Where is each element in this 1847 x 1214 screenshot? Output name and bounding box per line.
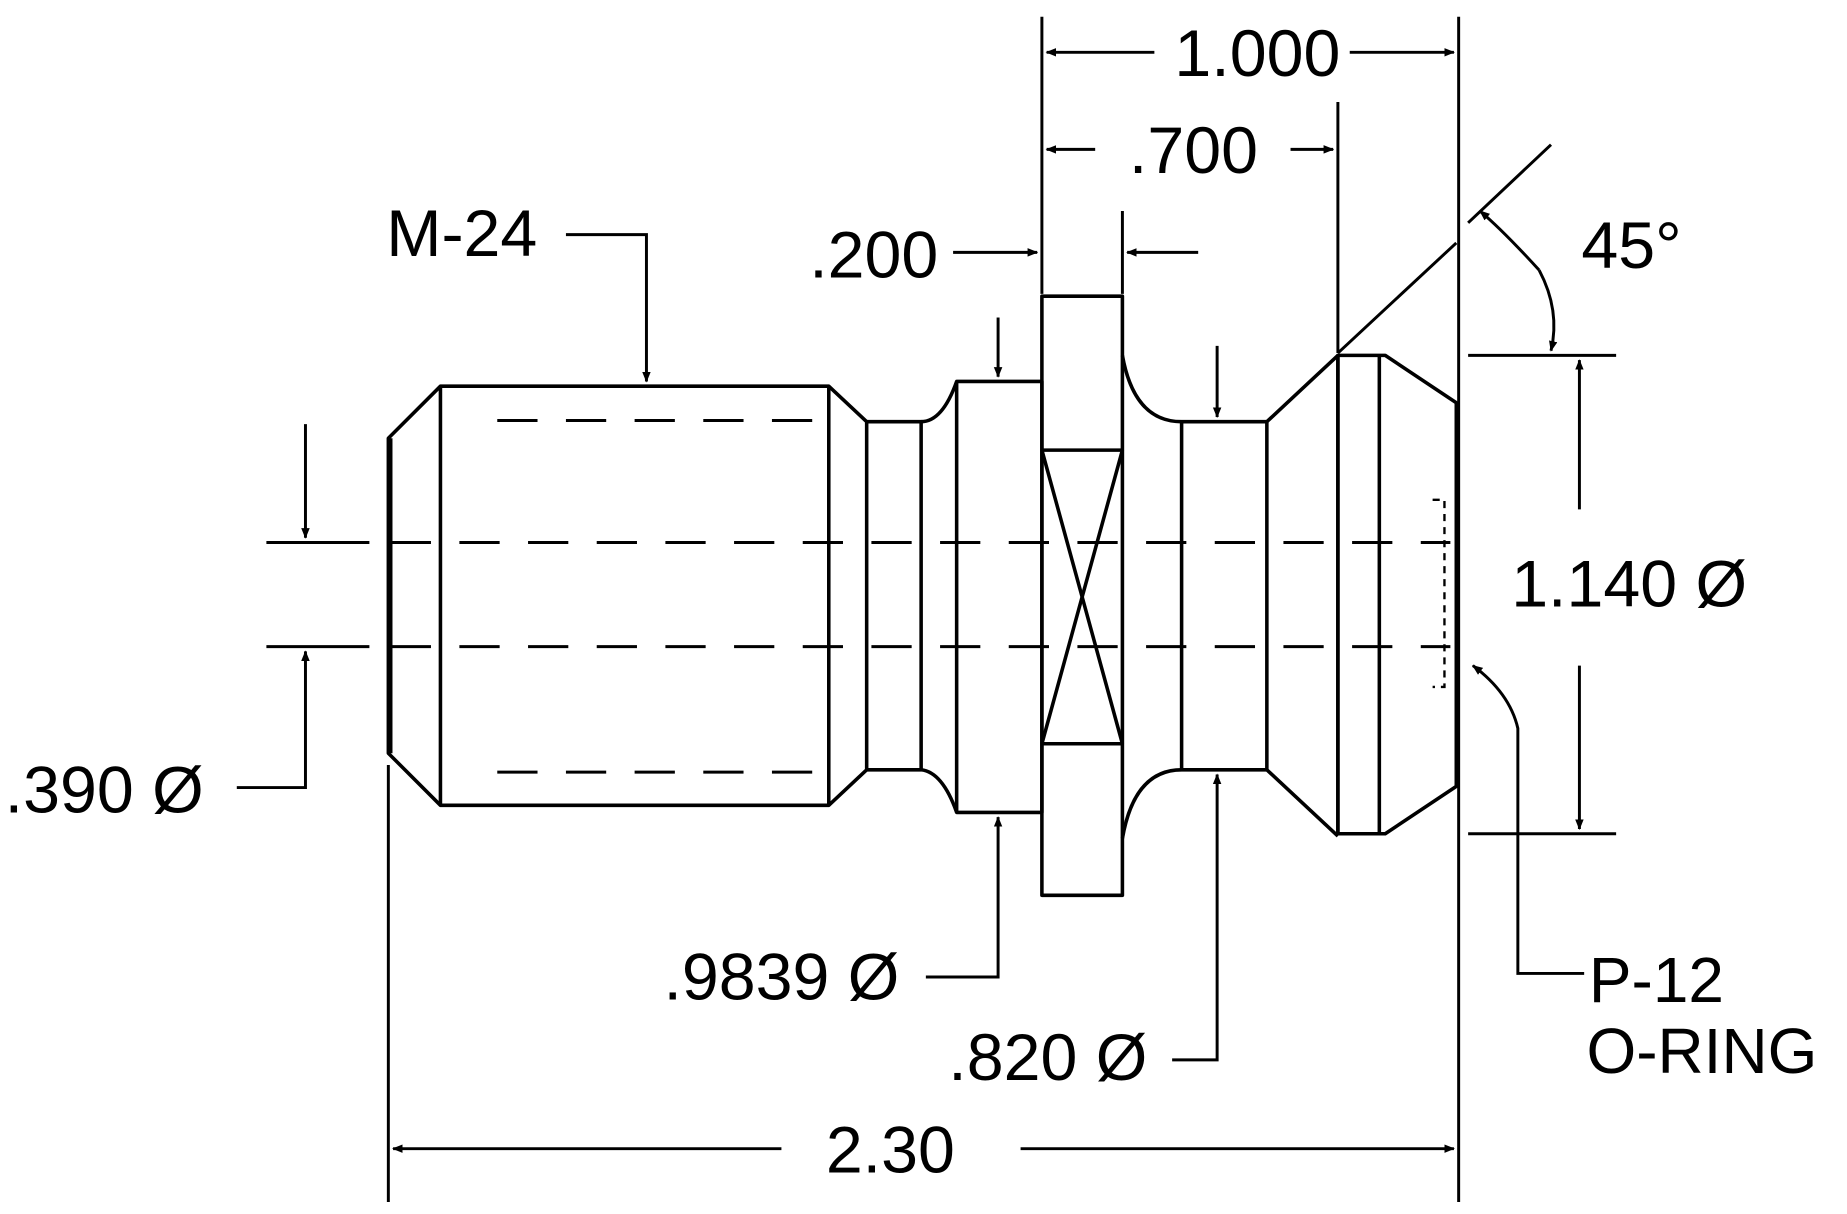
groove-leader — [1172, 773, 1222, 1062]
bore-leader — [236, 650, 310, 790]
thread-leader — [565, 233, 651, 383]
oring-leader — [1471, 664, 1585, 975]
label-bore-diameter: .390 Ø — [5, 753, 204, 827]
thread-section — [386, 384, 869, 808]
label-major-diameter: 1.140 Ø — [1511, 547, 1747, 621]
part-outline — [386, 294, 1459, 898]
neck-leader — [925, 816, 1003, 979]
label-oring-1: P-12 — [1589, 944, 1724, 1016]
label-overall-length: 2.30 — [826, 1113, 955, 1187]
angle-arc — [1479, 209, 1541, 272]
neck-section — [920, 379, 1044, 815]
label-collar-width: .200 — [809, 218, 938, 292]
undercut-section — [866, 419, 923, 772]
dimension-lines — [236, 48, 1585, 1153]
label-groove-span: .700 — [1129, 114, 1258, 188]
extension-lines — [266, 16, 1617, 1202]
head-section — [1336, 353, 1459, 836]
label-flange-span: 1.000 — [1174, 17, 1340, 91]
dimension-labels: 2.30 1.000 .700 .200 M-24 45° 1.140 Ø .3… — [5, 17, 1818, 1187]
flange — [1040, 294, 1125, 898]
label-angle: 45° — [1581, 209, 1681, 283]
label-neck-diameter: .9839 Ø — [663, 940, 899, 1014]
label-thread: M-24 — [386, 197, 537, 271]
oring-groove-hidden — [1432, 498, 1446, 689]
label-groove-diameter: .820 Ø — [948, 1021, 1147, 1095]
hidden-lines — [390, 419, 1451, 774]
groove-section — [1120, 354, 1340, 424]
label-oring-2: O-RING — [1587, 1015, 1818, 1087]
